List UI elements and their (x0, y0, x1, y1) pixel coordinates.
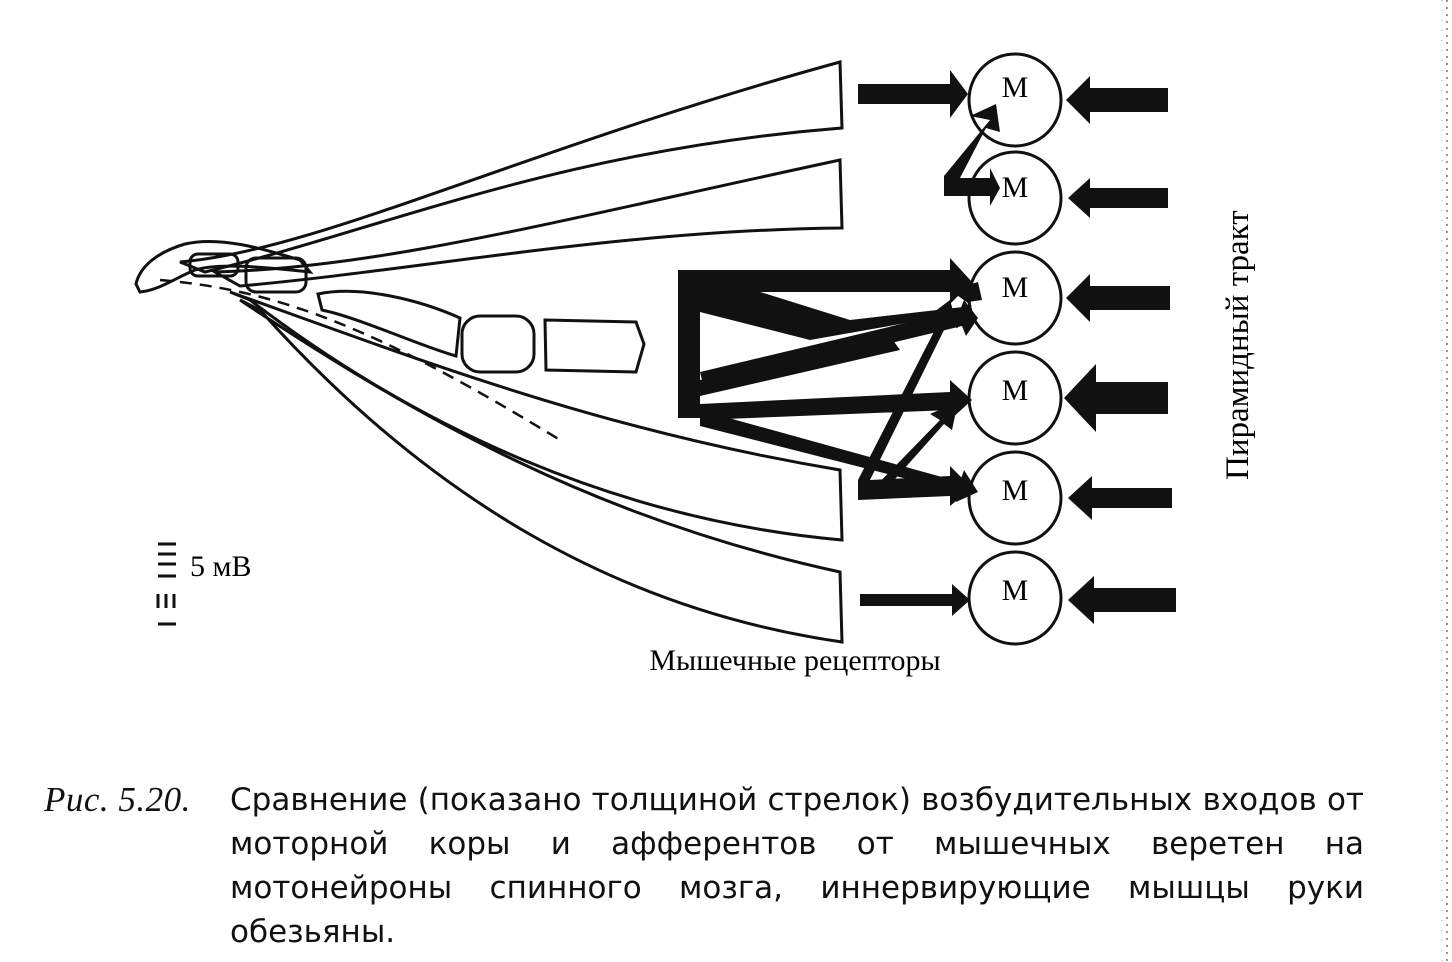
pyramidal-arrow-3 (1066, 274, 1170, 322)
phalanx-2 (244, 256, 308, 294)
motoneuron-label: M (1002, 71, 1029, 104)
motoneuron-4: M (967, 350, 1063, 446)
motoneuron-3: M (967, 250, 1063, 346)
pyramidal-tract-label: Пирамидный тракт (1220, 210, 1256, 480)
motoneuron-label: M (1002, 171, 1029, 204)
scale-label: 5 мВ (190, 550, 252, 583)
afferent-arrow-2 (944, 104, 1000, 206)
caption-text: Сравнение (показано толщиной стрелок) во… (230, 782, 1364, 950)
figure-caption: Рис. 5.20. Сравнение (показано толщиной … (44, 778, 1364, 954)
afferent-arrow-9 (860, 584, 970, 616)
motoneurons: M M M M M M (967, 52, 1063, 646)
pyramidal-arrow-4 (1064, 364, 1168, 432)
afferent-arrow-8 (870, 402, 958, 496)
motoneuron-6: M (967, 550, 1063, 646)
phalanx-1 (188, 252, 240, 278)
afferent-arrow-4 (700, 300, 978, 388)
motoneuron-label: M (1002, 374, 1029, 407)
diagram: M M M M M M (134, 52, 1256, 677)
pyramidal-arrow-6 (1068, 576, 1176, 624)
motoneuron-label: M (1002, 574, 1029, 607)
afferent-arrow-7 (858, 300, 972, 506)
pyramidal-arrow-5 (1068, 476, 1172, 520)
figure-number: Рис. 5.20. (44, 780, 191, 819)
pyramidal-arrow-1 (1066, 76, 1168, 124)
motoneuron-label: M (1002, 474, 1029, 507)
afferent-arrow-1 (858, 70, 968, 118)
motoneuron-5: M (967, 450, 1063, 546)
pyramidal-arrow-2 (1068, 178, 1168, 218)
afferent-arrow-3 (690, 258, 972, 304)
muscle-2 (209, 158, 844, 288)
scale-bar (156, 542, 176, 626)
muscle-receptors-label: Мышечные рецепторы (649, 644, 940, 677)
pyramidal-arrows (1064, 76, 1176, 624)
afferent-arrows (678, 70, 1000, 616)
arm-drawing (134, 60, 844, 644)
forearm-bone (543, 318, 646, 374)
metacarpal (316, 289, 462, 358)
wrist-bone (460, 314, 536, 374)
motoneuron-2: M (967, 150, 1063, 246)
afferent-block (678, 270, 982, 418)
muscle-1 (179, 60, 844, 274)
scan-edge-noise (1441, 0, 1448, 962)
motoneuron-label: M (1002, 271, 1029, 304)
tendon-dashed (159, 278, 561, 442)
muscle-4 (239, 298, 844, 644)
